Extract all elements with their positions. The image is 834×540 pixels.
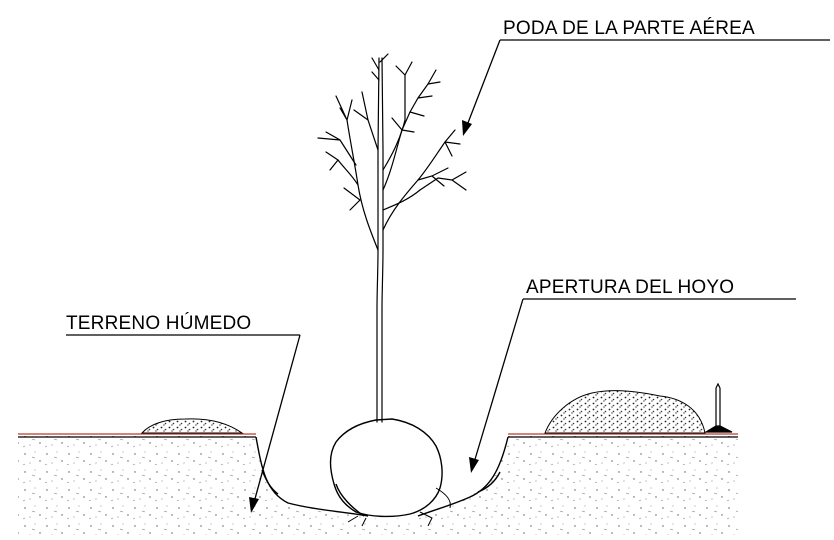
root-ball: [329, 418, 451, 527]
label-hole: APERTURA DEL HOYO: [526, 277, 734, 298]
soil-mound-right: [544, 390, 706, 434]
label-ground: TERRENO HÚMEDO: [66, 312, 251, 334]
tree-sapling-icon: [317, 53, 467, 423]
ground-surface: [18, 433, 738, 438]
soil-mound-left: [140, 418, 244, 434]
label-pruning: PODA DE LA PARTE AÉREA: [503, 18, 755, 39]
leader-lines: [66, 39, 830, 507]
arrowheads: [249, 120, 479, 513]
planting-hole: [255, 436, 509, 517]
soil-body: [18, 436, 738, 535]
stake-icon: [703, 382, 733, 433]
